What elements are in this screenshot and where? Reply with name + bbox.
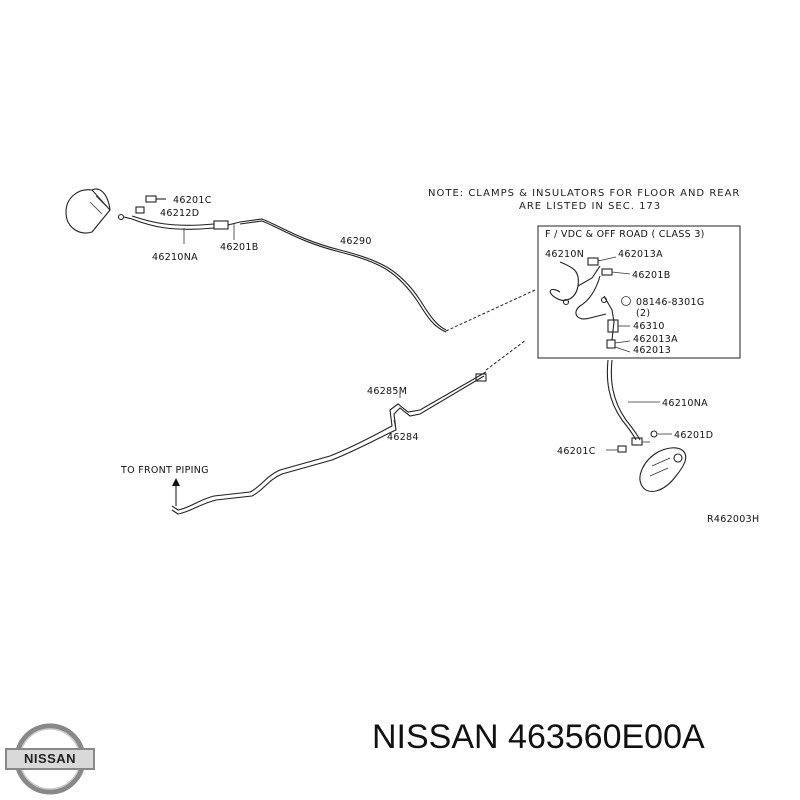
- label-46310: 46310: [633, 321, 665, 332]
- brake-tube-46290: [239, 218, 447, 331]
- part-number-caption: NISSAN 463560E00A: [372, 718, 705, 756]
- inset-box: [537, 225, 741, 359]
- inset-title: F / VDC & OFF ROAD ( CLASS 3): [545, 229, 705, 240]
- right-brake-drum: [639, 447, 687, 492]
- label-46201B-left: 46201B: [220, 242, 259, 253]
- note-line-2: ARE LISTED IN SEC. 173: [519, 201, 661, 212]
- right-brake-hose: [606, 359, 637, 441]
- left-brake-hose: [131, 218, 215, 230]
- label-462013A-low: 462013A: [633, 334, 678, 345]
- label-462013A-top: 462013A: [618, 249, 663, 260]
- label-46201D: 46201D: [674, 430, 713, 441]
- label-46210N: 46210N: [545, 249, 584, 260]
- label-46201C-top: 46201C: [173, 195, 212, 206]
- reference-code: R462003H: [707, 514, 759, 525]
- label-46285M: 46285M: [367, 386, 407, 397]
- label-08146-qty: (2): [636, 308, 650, 319]
- label-to-front-piping: TO FRONT PIPING: [120, 465, 209, 476]
- nissan-logo: NISSAN: [4, 722, 96, 796]
- inset-piping: [549, 256, 631, 353]
- bolt-symbol-icon: [621, 296, 631, 306]
- label-46201C-bottom: 46201C: [557, 446, 596, 457]
- brake-tube-46285M: [171, 371, 487, 511]
- label-46201B-inset: 46201B: [632, 270, 671, 281]
- label-46284: 46284: [387, 432, 419, 443]
- note-line-1: NOTE: CLAMPS & INSULATORS FOR FLOOR AND …: [428, 188, 740, 199]
- label-462013-low: 462013: [633, 345, 671, 356]
- label-46210NA-right: 46210NA: [662, 398, 708, 409]
- label-46210NA-left: 46210NA: [152, 252, 198, 263]
- label-46290: 46290: [340, 236, 372, 247]
- left-hose-fittings: [117, 195, 166, 221]
- label-08146-8301G: 08146-8301G: [636, 297, 705, 308]
- logo-wordmark: NISSAN: [23, 751, 77, 766]
- left-brake-drum: [65, 188, 111, 234]
- label-46212D: 46212D: [160, 208, 199, 219]
